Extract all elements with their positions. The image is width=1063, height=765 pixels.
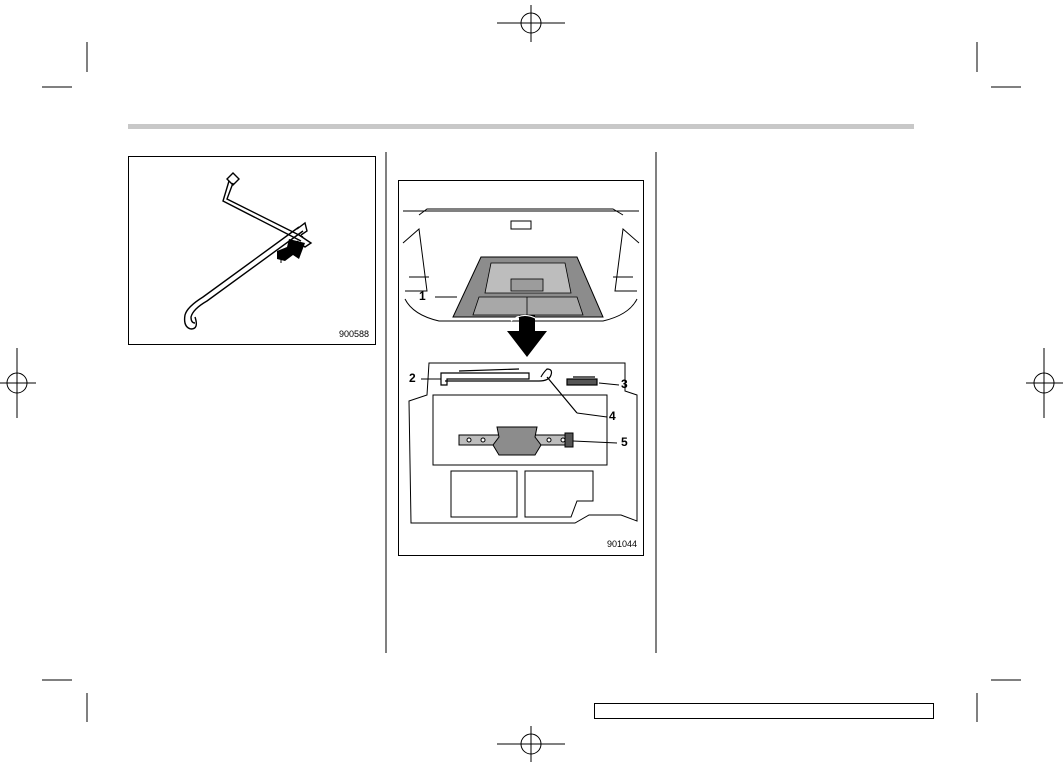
callout-5: 5: [621, 435, 628, 449]
crop-mark-top-left: [42, 42, 88, 88]
wrench-figure: 900588: [128, 156, 376, 345]
footer-box: [594, 703, 934, 719]
registration-target-top: [497, 5, 565, 42]
crop-mark-bottom-right: [976, 679, 1021, 722]
tool-jack-handle: [445, 368, 578, 414]
registration-target-left: [0, 348, 36, 418]
registration-target-bottom: [497, 726, 565, 762]
insert-arrow-icon: [277, 239, 305, 263]
callout-4: 4: [609, 409, 616, 423]
registration-target-right: [1026, 348, 1063, 418]
tool-wrench: [440, 368, 530, 386]
crop-mark-top-right: [976, 42, 1021, 88]
figure-code: 901044: [606, 539, 637, 549]
down-arrow-icon: [507, 314, 547, 357]
tool-jack: [458, 426, 574, 456]
tool-eye-bolt: [566, 376, 598, 386]
callout-1: 1: [419, 289, 426, 303]
figure-code: 900588: [338, 329, 369, 339]
storage-tray: [452, 256, 604, 318]
wheel-nut-wrench: [222, 172, 313, 248]
trunk-illustration: [402, 208, 640, 524]
header-band: [128, 124, 914, 129]
wrench-illustration: [183, 172, 313, 330]
callout-leaders: [421, 378, 620, 444]
jack-handle: [183, 221, 308, 330]
callout-3: 3: [621, 377, 628, 391]
tray-layout: [408, 362, 638, 524]
callout-2: 2: [409, 371, 416, 385]
trunk-figure: 1 2 3 4 5 901044: [398, 180, 644, 556]
crop-mark-bottom-left: [42, 679, 88, 722]
